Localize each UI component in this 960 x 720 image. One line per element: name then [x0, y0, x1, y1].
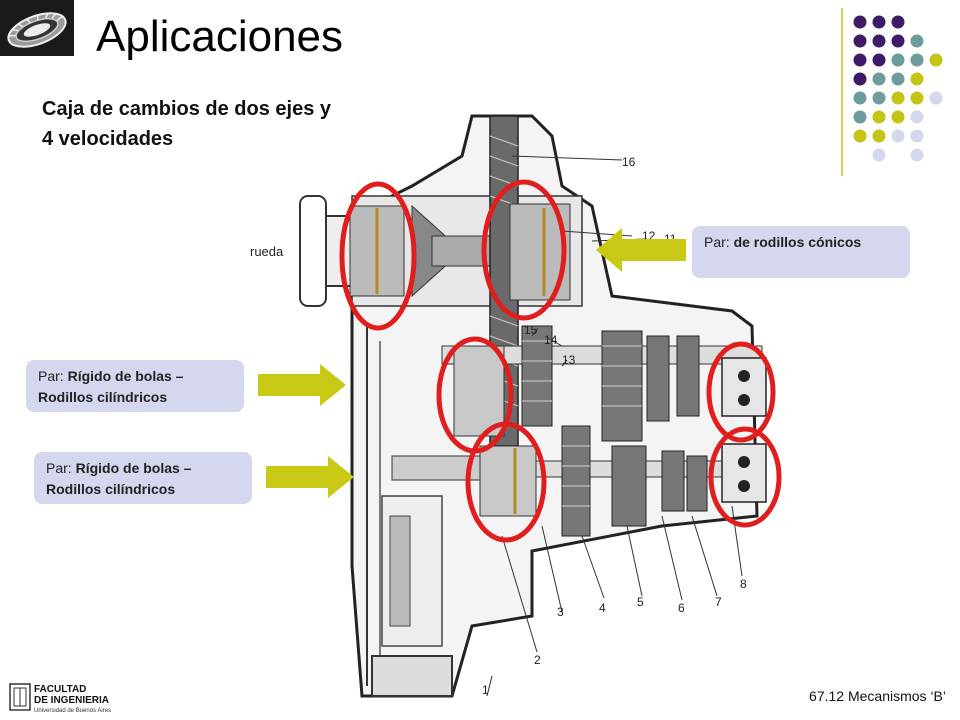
callout-text: Rígido de bolas – Rodillos cilíndricos	[38, 368, 184, 405]
decorative-dot	[891, 72, 905, 86]
decorative-dot	[872, 72, 886, 86]
part-number-16: 16	[622, 155, 636, 169]
part-number-15: 15	[524, 323, 538, 337]
rueda-label: rueda	[250, 244, 284, 259]
decorative-dot	[872, 129, 886, 143]
decorative-dot	[853, 129, 867, 143]
decorative-dot	[872, 34, 886, 48]
decorative-dot	[872, 15, 886, 29]
decorative-dot	[853, 15, 867, 29]
faculty-name-line1: FACULTAD	[34, 684, 86, 695]
part-number-6: 6	[678, 601, 685, 615]
highlight-ellipse-lower-left	[465, 421, 547, 543]
decorative-dot	[910, 110, 924, 124]
arrow-left-icon	[596, 228, 686, 272]
part-number-7: 7	[715, 595, 722, 609]
course-code: 67.12 Mecanismos ‘B’	[809, 688, 946, 704]
decorative-dot	[891, 129, 905, 143]
callout-prefix: Par:	[38, 368, 68, 384]
decorative-dot	[872, 53, 886, 67]
decorative-dot	[910, 53, 924, 67]
highlight-ellipse-right-upper	[706, 341, 776, 443]
decorative-dot	[853, 53, 867, 67]
highlight-ellipse-right-lower	[708, 426, 782, 528]
callout-text: Rígido de bolas – Rodillos cilíndricos	[46, 460, 192, 497]
decorative-dot	[872, 148, 886, 162]
slide-title: Aplicaciones	[96, 12, 344, 61]
decorative-dot	[910, 129, 924, 143]
decorative-dot	[929, 91, 943, 105]
callout-prefix: Par:	[704, 234, 734, 250]
decorative-dot	[872, 91, 886, 105]
decorative-dot	[853, 110, 867, 124]
part-number-8: 8	[740, 577, 747, 591]
decorative-dot	[853, 72, 867, 86]
highlight-ellipse-upper-right	[481, 179, 567, 321]
callout-rigid-bearings-top: Par: Rígido de bolas – Rodillos cilíndri…	[26, 360, 244, 412]
part-number-1: 1	[482, 683, 489, 697]
part-number-14: 14	[544, 333, 558, 347]
decorative-dot-grid	[841, 8, 943, 176]
decorative-dot	[910, 91, 924, 105]
part-number-2: 2	[534, 653, 541, 667]
bearing-logo-icon	[0, 0, 74, 56]
decorative-dot	[891, 110, 905, 124]
decorative-dot	[853, 91, 867, 105]
decorative-dot	[891, 53, 905, 67]
callout-conical-bearings: Par: de rodillos cónicos	[692, 226, 910, 278]
callout-prefix: Par:	[46, 460, 76, 476]
university-name: Universidad de Buenos Aires	[34, 708, 111, 714]
faculty-name-line2: DE INGENIERIA	[34, 695, 109, 706]
decorative-dot	[910, 34, 924, 48]
decorative-dot	[891, 91, 905, 105]
decorative-dot	[929, 53, 943, 67]
part-number-13: 13	[562, 353, 576, 367]
decorative-dot	[853, 34, 867, 48]
part-number-4: 4	[599, 601, 606, 615]
arrow-right-icon	[258, 364, 346, 406]
part-number-3: 3	[557, 605, 564, 619]
decorative-dot	[891, 34, 905, 48]
decorative-dot	[910, 72, 924, 86]
callout-text: de rodillos cónicos	[733, 234, 862, 250]
arrow-right-icon	[266, 456, 354, 498]
decorative-dot	[872, 110, 886, 124]
slide-subtitle: Caja de cambios de dos ejes y 4 velocida…	[42, 98, 332, 150]
part-number-5: 5	[637, 595, 644, 609]
faculty-logo: FACULTAD DE INGENIERIA Universidad de Bu…	[9, 683, 111, 714]
highlight-ellipse-upper-left	[339, 181, 417, 331]
callout-rigid-bearings-bottom: Par: Rígido de bolas – Rodillos cilíndri…	[34, 452, 252, 504]
decorative-dot	[910, 148, 924, 162]
decorative-dot	[891, 15, 905, 29]
